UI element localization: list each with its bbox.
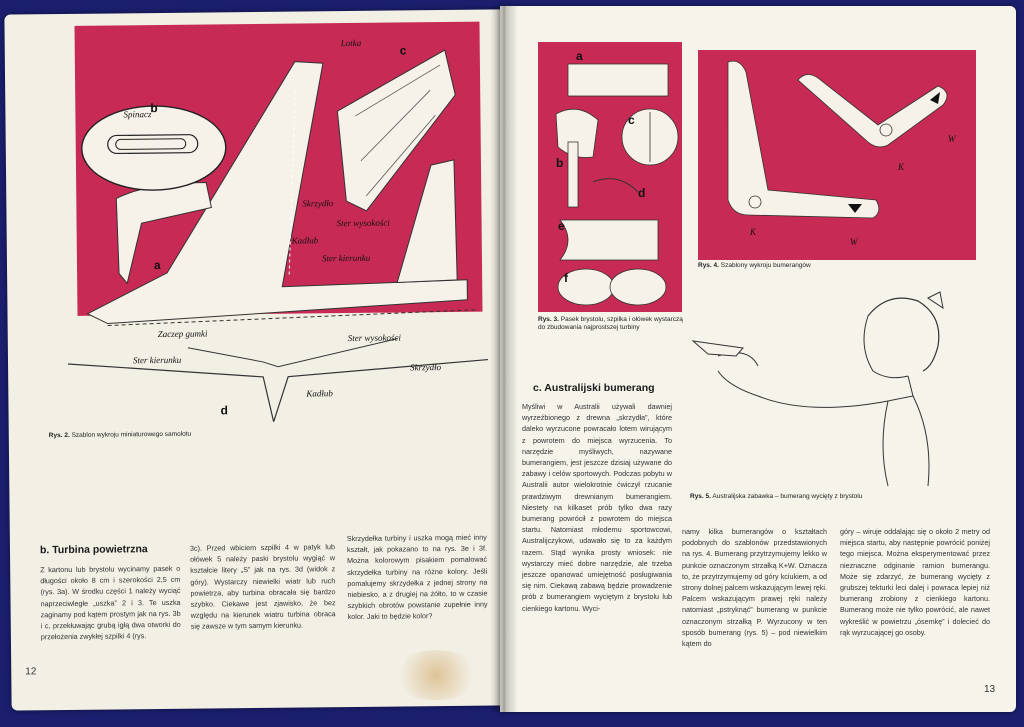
figure-5-caption: Rys. 5. Australijska zabawka – bumerang … [690, 493, 970, 501]
fig4-label-w-1: W [850, 237, 859, 247]
label-ster-kierunku: Ster kierunku [322, 253, 371, 264]
figure-label-c: c [400, 43, 407, 57]
figure-label-a: a [154, 258, 161, 272]
label-ster-wysokosci: Ster wysokości [337, 218, 391, 229]
label-zaczep-gumki: Zaczep gumki [158, 329, 208, 340]
right-text-column-2: namy kilka bumerangów o kształtach podob… [682, 527, 827, 649]
figure-3-caption: Rys. 3. Pasek brystolu, szpilka i ołówek… [538, 316, 688, 332]
page-number-right: 13 [984, 684, 996, 695]
text-column-1: Z kartonu lub brystolu wycinamy pasek o … [40, 563, 181, 642]
label-ster-wysokosci-side: Ster wysokości [348, 332, 402, 343]
label-kadlub-side: Kadłub [305, 388, 333, 398]
figure-4-caption: Rys. 4. Szablony wykroju bumerangów [698, 262, 958, 270]
fig4-label-w-2: W [948, 134, 957, 144]
fig3-label-b: b [556, 156, 563, 170]
label-spinacz: Spinacz [123, 109, 152, 119]
figure-4-caption-text: Szablony wykroju bumerangów [720, 262, 811, 269]
figure-3-caption-text: Pasek brystolu, szpilka i ołówek wystarc… [538, 316, 683, 331]
fig4-label-k-1: K [749, 227, 757, 237]
right-text-column-3: góry – wiruje oddalając się o około 2 me… [840, 527, 990, 637]
airplane-template-drawing: b c a d Spinacz Lotka Skrzydło Ster wyso… [67, 38, 489, 425]
figure-3-caption-label: Rys. 3. [538, 316, 559, 323]
fig3-label-d: d [638, 186, 645, 200]
text-column-2: 3c). Przed wbiciem szpilki 4 w patyk lub… [189, 542, 336, 632]
figure-label-d: d [220, 403, 227, 417]
figure-label-b: b [150, 101, 157, 115]
label-skrzydlo: Skrzydło [302, 198, 334, 208]
page-stain [391, 649, 482, 701]
figure-4-caption-label: Rys. 4. [698, 262, 719, 269]
label-lotka: Lotka [340, 38, 362, 48]
figure-2-caption-text: Szablon wykroju miniaturowego samolotu [71, 430, 192, 439]
label-skrzydlo-side: Skrzydło [410, 362, 442, 372]
girl-throwing-boomerang-illustration [691, 291, 944, 487]
label-ster-kierunku-side: Ster kierunku [133, 355, 182, 366]
book-gutter [490, 6, 518, 712]
fig3-label-e: e [558, 219, 565, 233]
right-page: a b c d e f Rys. 3. Pasek brystolu, szpi… [500, 6, 1016, 712]
boomerang-template-drawing: K W K W [727, 60, 957, 247]
left-page: b c a d Spinacz Lotka Skrzydło Ster wyso… [4, 9, 508, 711]
section-heading-bumerang: c. Australijski bumerang [533, 382, 655, 394]
figure-5-caption-label: Rys. 5. [690, 493, 711, 500]
label-kadlub: Kadłub [291, 235, 319, 245]
page-number-left: 12 [25, 666, 37, 678]
text-column-3: Skrzydełka turbiny i uszka mogą mieć inn… [346, 532, 488, 622]
figure-5-caption-text: Australijska zabawka – bumerang wycięty … [712, 493, 863, 500]
fig3-label-f: f [564, 271, 569, 285]
right-text-column-1: Myśliwi w Australii używali dawniej wyrz… [522, 402, 672, 613]
fig4-label-k-2: K [897, 162, 905, 172]
fig3-label-a: a [576, 49, 583, 63]
figure-2-caption: Rys. 2. Szablon wykroju miniaturowego sa… [49, 429, 309, 440]
section-heading-turbina: b. Turbina powietrzna [39, 543, 148, 557]
fig3-label-c: c [628, 113, 635, 127]
turbine-template-drawing: a b c d e f [555, 49, 679, 306]
figure-2-caption-label: Rys. 2. [48, 431, 70, 440]
